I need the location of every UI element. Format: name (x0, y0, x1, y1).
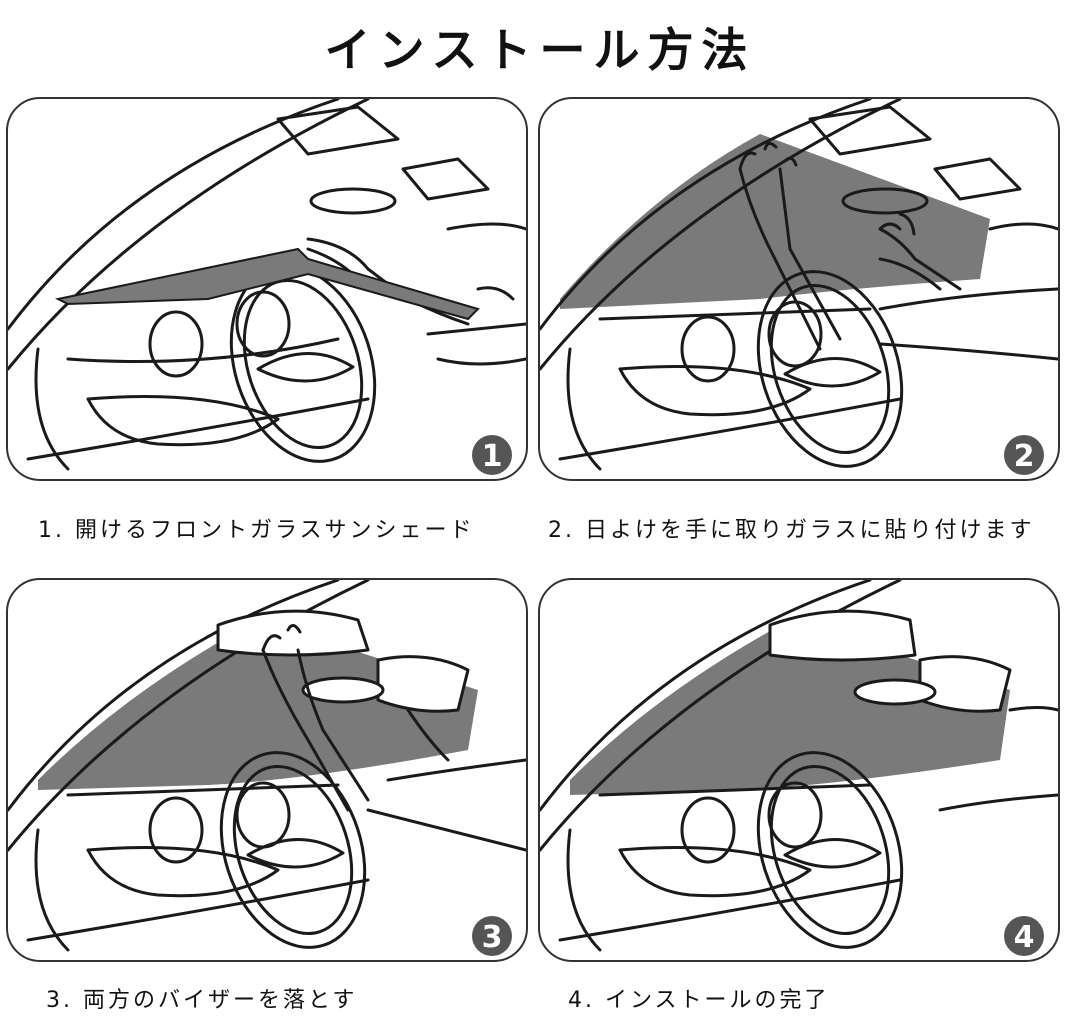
step-3-number: 3 (482, 920, 503, 955)
step-4-number: 4 (1014, 920, 1035, 955)
step-3-illustration: 3 (6, 578, 528, 962)
step-1-caption: 1. 開けるフロントガラスサンシェード (38, 518, 475, 543)
step-2-badge (1004, 435, 1044, 475)
step-2-caption: 2. 日よけを手に取りガラスに貼り付けます (548, 518, 1035, 543)
step-1-number: 1 (482, 439, 503, 474)
step-3-badge (472, 916, 512, 956)
step-4-caption: 4. インストールの完了 (568, 988, 830, 1013)
step-1-badge (472, 435, 512, 475)
step-4-illustration: 4 (538, 578, 1060, 962)
step-4-badge (1004, 916, 1044, 956)
step-2-number: 2 (1014, 439, 1035, 474)
step-1-illustration: 1 (6, 97, 528, 481)
page-title: インストール方法 (324, 23, 756, 77)
step-3-caption: 3. 両方のバイザーを落とす (46, 988, 358, 1013)
step-2-illustration: 2 (538, 97, 1060, 481)
